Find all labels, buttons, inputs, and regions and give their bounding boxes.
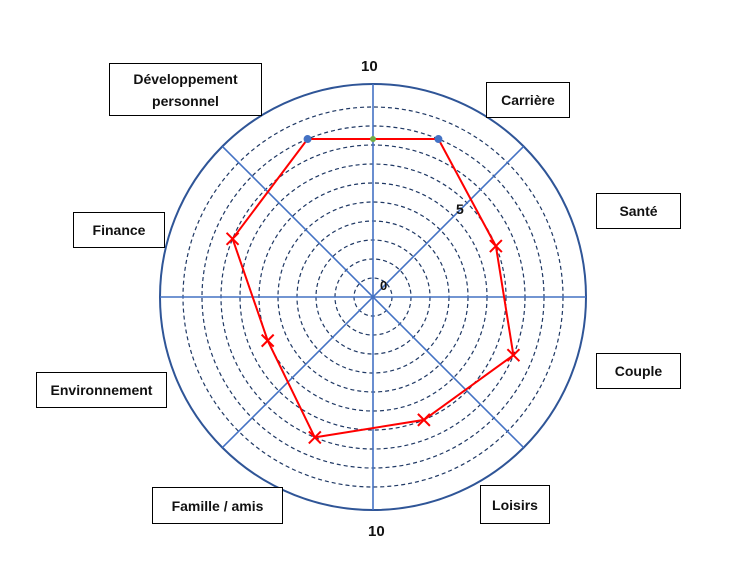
scale-center-label: 0 — [380, 278, 388, 293]
axis-group — [160, 84, 586, 510]
point-marker-0 — [303, 135, 312, 144]
category-loisirs: Loisirs — [480, 485, 550, 524]
scale-bottom-label: 10 — [368, 523, 385, 540]
point-marker-4 — [417, 413, 431, 427]
category-carriere: Carrière — [486, 82, 570, 118]
category-couple: Couple — [596, 353, 681, 389]
category-developpement-personnel: Développement personnel — [109, 63, 262, 116]
scale-mid-label: 5 — [456, 201, 464, 217]
category-environnement: Environnement — [36, 372, 167, 408]
midpoint-marker — [370, 136, 376, 143]
scale-top-label: 10 — [361, 58, 378, 75]
point-marker-3 — [506, 348, 521, 362]
axis-spoke-3 — [221, 145, 525, 449]
point-marker-5 — [308, 430, 322, 445]
category-developpement-personnel-text: Développement personnel — [133, 70, 238, 109]
category-sante: Santé — [596, 193, 681, 229]
point-marker-7 — [225, 232, 240, 246]
point-marker-2 — [489, 239, 503, 253]
value-polygon — [225, 135, 521, 445]
category-famille-amis: Famille / amis — [152, 487, 283, 524]
point-marker-6 — [260, 333, 275, 348]
point-marker-1 — [434, 135, 443, 144]
category-finance: Finance — [73, 212, 165, 248]
